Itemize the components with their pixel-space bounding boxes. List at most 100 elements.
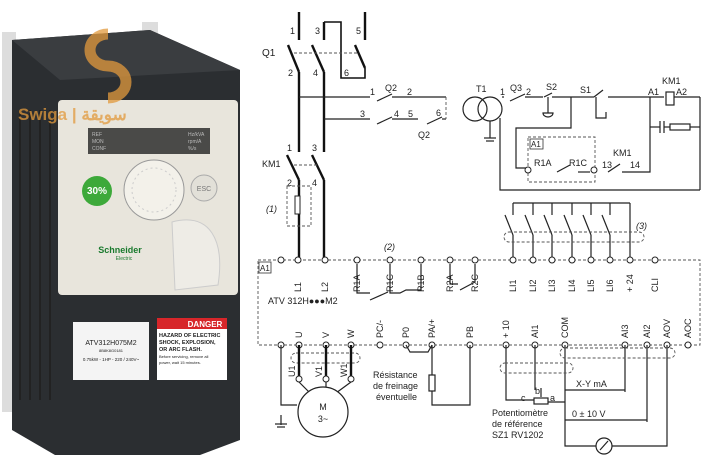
terminal [417, 256, 425, 264]
terminal-label: LI1 [508, 279, 518, 292]
danger-header [157, 318, 227, 329]
km1-coil-label: KM1 [662, 76, 681, 86]
danger-text: HAZARD OF ELECTRIC [159, 333, 220, 339]
terminal-number: 14 [630, 160, 640, 170]
terminal-number: 4 [313, 68, 318, 78]
drive-box-label: A1 [260, 264, 270, 273]
jog-dial-ridges [131, 167, 177, 213]
terminal-number: 2 [526, 87, 531, 97]
relay-contacts-wiring [356, 264, 476, 301]
jog-dial[interactable] [123, 159, 185, 221]
drive-model-label: ATV 312H●●●M2 [268, 296, 338, 306]
potentiometer-text: de référence [492, 419, 543, 429]
terminal-label: PC/- [375, 320, 385, 338]
danger-title: DANGER [188, 320, 223, 329]
terminal-label: CLI [650, 278, 660, 292]
s2-label: S2 [546, 82, 557, 92]
coil-terminal: A2 [676, 87, 687, 97]
terminal-label: AOC [683, 318, 693, 338]
optional-filter-box [286, 185, 312, 227]
relay-box [527, 136, 596, 183]
terminal-label: V [321, 332, 331, 338]
danger-text: power, wait 15 minutes. [159, 360, 201, 365]
terminal-number: 2 [407, 87, 412, 97]
terminal-label: LI3 [547, 279, 557, 292]
terminal [568, 256, 576, 264]
voltage-signal-label: 0 ± 10 V [572, 409, 605, 419]
terminal-label: AI3 [620, 324, 630, 338]
q1-breaker [286, 12, 367, 152]
control-supply-wiring [299, 89, 701, 191]
terminal-number: 1 [287, 143, 292, 153]
terminal-number: 3 [315, 26, 320, 36]
cover-flap [171, 219, 221, 291]
motor-terminal-label: W1 [339, 364, 349, 378]
terminal-label: LI2 [528, 279, 538, 292]
t1-label: T1 [476, 84, 487, 94]
terminal-label: AI2 [642, 324, 652, 338]
terminal [376, 341, 384, 349]
terminal-label: R1C [385, 273, 395, 292]
terminal-number: 6 [344, 68, 349, 78]
terminal [651, 256, 659, 264]
power-rating: 0.75kW - 1HP - 220 / 240V~ [83, 357, 140, 362]
serial-number: 8B8K8G0181 [99, 348, 124, 353]
ground-terminal [277, 256, 285, 264]
terminal-number: 1 [290, 26, 295, 36]
current-signal-label: X-Y mA [576, 379, 607, 389]
terminal-label: L1 [293, 282, 303, 292]
potentiometer-text: Potentiomètre [492, 408, 548, 418]
motor-phase-label: 3~ [318, 414, 328, 424]
note-3: (3) [636, 221, 647, 231]
watermark-logo: Swiga | سويقة [18, 28, 132, 125]
note-1: (1) [266, 204, 277, 214]
terminal-number: 6 [436, 108, 441, 118]
terminal [606, 256, 614, 264]
relay-box-label: A1 [531, 140, 541, 149]
terminal-number: 5 [356, 26, 361, 36]
relay-terminal: R1A [534, 158, 552, 168]
eco-badge [82, 176, 112, 206]
display-label: MON [92, 139, 104, 145]
terminal-label: LI4 [567, 279, 577, 292]
note-2: (2) [384, 242, 395, 252]
terminal [386, 256, 394, 264]
logic-input-switch [601, 214, 611, 236]
wiring-diagram: Q1 1 3 5 2 4 6 [257, 12, 701, 455]
terminal-label: R2C [470, 273, 480, 292]
km1-contactor [285, 154, 326, 262]
terminal-number: 4 [394, 109, 399, 119]
brand-logo: Schneider [98, 245, 142, 255]
drive-terminal-block [257, 259, 701, 346]
terminal-label: L2 [320, 282, 330, 292]
terminal [587, 256, 595, 264]
q2-label: Q2 [385, 83, 397, 93]
relay-terminal: R1C [569, 158, 588, 168]
esc-label: ESC [197, 186, 211, 193]
terminal-label: + 10 [501, 320, 511, 338]
esc-button[interactable] [190, 174, 218, 202]
terminal [294, 256, 302, 264]
logic-input-switches [504, 202, 631, 258]
terminal-number: 3 [360, 109, 365, 119]
terminal [626, 256, 634, 264]
terminal-label: PB [465, 326, 475, 338]
terminal [684, 341, 692, 349]
terminal-number: 2 [288, 68, 293, 78]
s1-label: S1 [580, 85, 591, 95]
danger-text: OR ARC FLASH. [159, 347, 202, 353]
terminal-label: AOV [662, 319, 672, 338]
coil-terminal: A1 [648, 87, 659, 97]
terminal [321, 256, 329, 264]
display-label: CONF [92, 146, 106, 152]
terminal [548, 256, 556, 264]
eco-badge-text: 30% [87, 186, 107, 197]
terminal-number: 3 [312, 143, 317, 153]
terminal-label: R1B [416, 274, 426, 292]
km1-label: KM1 [262, 159, 281, 169]
brand-sub: Electric [116, 256, 133, 262]
display-label: REF [92, 132, 102, 138]
terminal [295, 375, 303, 383]
